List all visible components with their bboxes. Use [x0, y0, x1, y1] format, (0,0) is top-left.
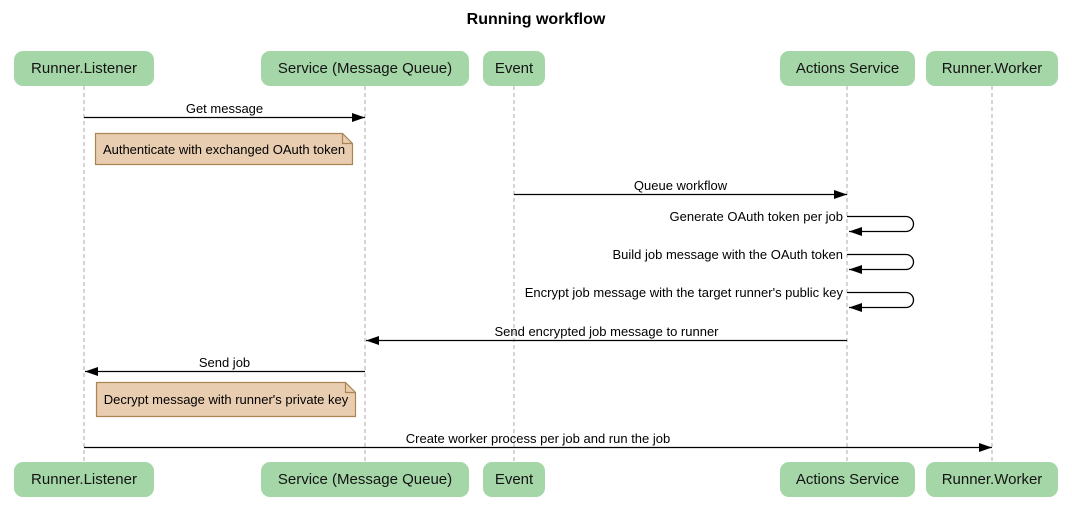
- message-label-get-message: Get message: [185, 101, 264, 116]
- participant-label: Runner.Worker: [941, 60, 1043, 77]
- self-loop-encrypt-job-message: [847, 291, 915, 312]
- participant-label: Runner.Listener: [31, 471, 137, 488]
- participant-bottom-runner-worker: Runner.Worker: [926, 462, 1058, 497]
- participant-label: Actions Service: [795, 471, 900, 488]
- participant-label: Runner.Listener: [31, 60, 137, 77]
- participant-label: Event: [494, 60, 534, 77]
- message-label-send-job: Send job: [198, 355, 251, 370]
- self-loop-generate-oauth-token: [847, 215, 915, 236]
- participant-label: Service (Message Queue): [277, 471, 453, 488]
- message-label-generate-oauth-token: Generate OAuth token per job: [669, 209, 843, 224]
- participant-top-service-message-queue: Service (Message Queue): [261, 51, 469, 86]
- message-label-queue-workflow: Queue workflow: [633, 178, 728, 193]
- participant-bottom-runner-listener: Runner.Listener: [14, 462, 154, 497]
- participant-label: Event: [494, 471, 534, 488]
- note-shape-authenticate: [94, 132, 354, 166]
- participant-bottom-service-message-queue: Service (Message Queue): [261, 462, 469, 497]
- message-label-build-job-message: Build job message with the OAuth token: [612, 247, 843, 262]
- note-fold-icon: [344, 382, 356, 394]
- message-arrows: [84, 113, 992, 452]
- participant-bottom-event: Event: [483, 462, 545, 497]
- participant-bottom-actions-service: Actions Service: [780, 462, 915, 497]
- message-label-send-encrypted-job-message: Send encrypted job message to runner: [494, 324, 719, 339]
- participant-label: Runner.Worker: [941, 471, 1043, 488]
- participant-top-runner-worker: Runner.Worker: [926, 51, 1058, 86]
- note-authenticate: Authenticate with exchanged OAuth token: [102, 141, 346, 157]
- note-shapes: [94, 132, 357, 418]
- note-decrypt: Decrypt message with runner's private ke…: [103, 392, 349, 407]
- participant-top-actions-service: Actions Service: [780, 51, 915, 86]
- message-label-create-worker-process: Create worker process per job and run th…: [405, 431, 671, 446]
- message-label-encrypt-job-message: Encrypt job message with the target runn…: [524, 285, 843, 300]
- participant-top-event: Event: [483, 51, 545, 86]
- self-loop-build-job-message: [847, 253, 915, 274]
- note-fold-icon: [341, 133, 353, 145]
- diagram-title: Running workflow: [466, 11, 606, 28]
- participant-label: Service (Message Queue): [277, 60, 453, 77]
- participant-top-runner-listener: Runner.Listener: [14, 51, 154, 86]
- participant-label: Actions Service: [795, 60, 900, 77]
- note-shape-decrypt: [95, 381, 357, 418]
